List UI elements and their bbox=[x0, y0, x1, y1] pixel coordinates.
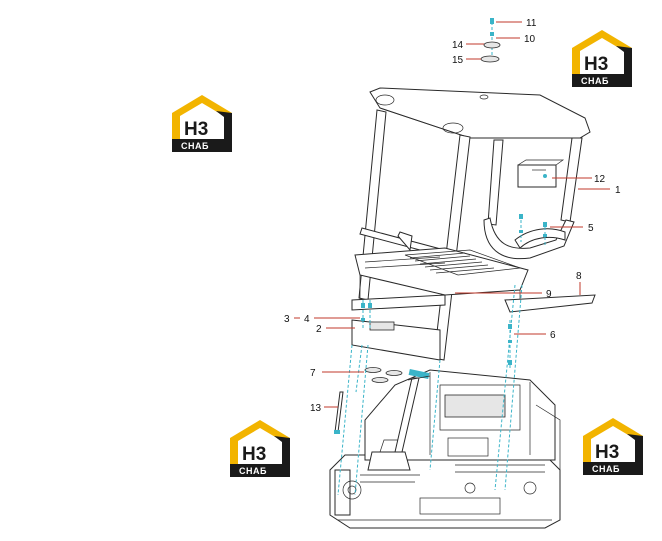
callout-9: 9 bbox=[455, 289, 552, 300]
steering-column bbox=[394, 368, 431, 453]
callout-12: 12 bbox=[552, 174, 606, 185]
hardware bbox=[334, 18, 547, 496]
logo-lower-left: H3 СНАБ bbox=[230, 420, 290, 477]
svg-text:2: 2 bbox=[316, 324, 322, 335]
floor-platform bbox=[351, 247, 529, 311]
callout-15: 15 bbox=[452, 55, 481, 66]
callout-8: 8 bbox=[576, 271, 582, 295]
svg-text:СНАБ: СНАБ bbox=[239, 466, 267, 476]
svg-text:14: 14 bbox=[452, 40, 464, 51]
svg-text:H3: H3 bbox=[184, 119, 208, 140]
svg-text:4: 4 bbox=[304, 314, 310, 325]
svg-text:3: 3 bbox=[284, 314, 290, 325]
svg-text:H3: H3 bbox=[595, 442, 619, 463]
svg-text:9: 9 bbox=[546, 289, 552, 300]
rops-frame bbox=[358, 87, 591, 361]
callout-10: 10 bbox=[496, 34, 536, 45]
svg-text:13: 13 bbox=[310, 403, 322, 414]
side-cover bbox=[504, 294, 596, 313]
front-plate bbox=[351, 319, 441, 361]
callout-1: 1 bbox=[578, 185, 621, 196]
logo-top-right: H3 СНАБ bbox=[572, 30, 632, 87]
callout-4: 4 bbox=[304, 314, 360, 325]
svg-text:СНАБ: СНАБ bbox=[181, 141, 209, 151]
callout-5: 5 bbox=[550, 223, 594, 234]
svg-text:6: 6 bbox=[550, 330, 556, 341]
callout-7: 7 bbox=[310, 368, 364, 379]
callout-11: 11 bbox=[496, 18, 537, 29]
callout-2: 2 bbox=[316, 324, 355, 335]
svg-text:8: 8 bbox=[576, 271, 582, 282]
svg-text:7: 7 bbox=[310, 368, 316, 379]
svg-text:H3: H3 bbox=[584, 54, 608, 75]
callout-3: 3 bbox=[284, 314, 300, 325]
logo-lower-right: H3 СНАБ bbox=[583, 418, 643, 475]
svg-text:11: 11 bbox=[526, 18, 537, 29]
svg-text:10: 10 bbox=[524, 34, 536, 45]
svg-text:12: 12 bbox=[594, 174, 606, 185]
logo-upper-left: H3 СНАБ bbox=[172, 95, 232, 152]
svg-text:СНАБ: СНАБ bbox=[581, 76, 609, 86]
svg-text:15: 15 bbox=[452, 55, 464, 66]
callout-6: 6 bbox=[514, 330, 556, 341]
svg-text:СНАБ: СНАБ bbox=[592, 464, 620, 474]
machine-chassis bbox=[329, 369, 561, 529]
svg-text:1: 1 bbox=[615, 185, 621, 196]
svg-text:H3: H3 bbox=[242, 444, 266, 465]
callout-13: 13 bbox=[310, 403, 338, 414]
svg-text:5: 5 bbox=[588, 223, 594, 234]
callout-14: 14 bbox=[452, 40, 484, 51]
